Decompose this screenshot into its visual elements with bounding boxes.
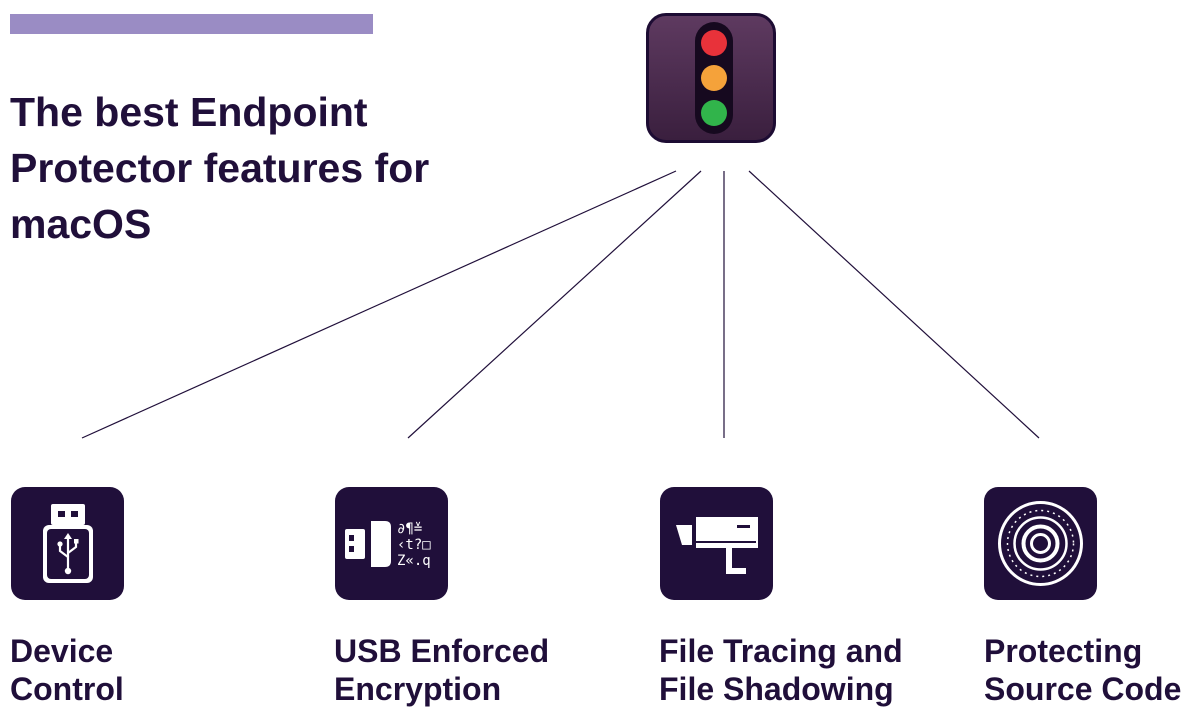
svg-text:‹t?□: ‹t?□ [397,537,431,553]
red-light [701,30,727,56]
page-title: The best Endpoint Protector features for… [10,89,430,247]
feature-label-usb-encryption: USB Enforced Encryption [334,633,550,707]
feature-label-file-tracing: File Tracing and File Shadowing [659,633,903,707]
traffic-light-icon [646,13,776,143]
accent-bar [10,14,373,34]
connector-line-device-control [81,170,677,439]
connector-line-usb-encryption [407,170,702,439]
traffic-light-housing [695,22,733,134]
green-light [701,100,727,126]
svg-text:Z«.q: Z«.q [397,553,431,569]
surveillance-camera-icon [660,487,773,600]
encrypted-usb-icon: ∂¶≚ ‹t?□ Z«.q [335,487,448,600]
svg-text:∂¶≚: ∂¶≚ [397,521,422,537]
feature-label-device-control: Device Control [10,633,124,707]
vault-dial-icon [984,487,1097,600]
feature-label-source-code: Protecting Source Code [984,633,1182,707]
connector-line-source-code [748,170,1040,439]
usb-drive-icon [11,487,124,600]
amber-light [701,65,727,91]
